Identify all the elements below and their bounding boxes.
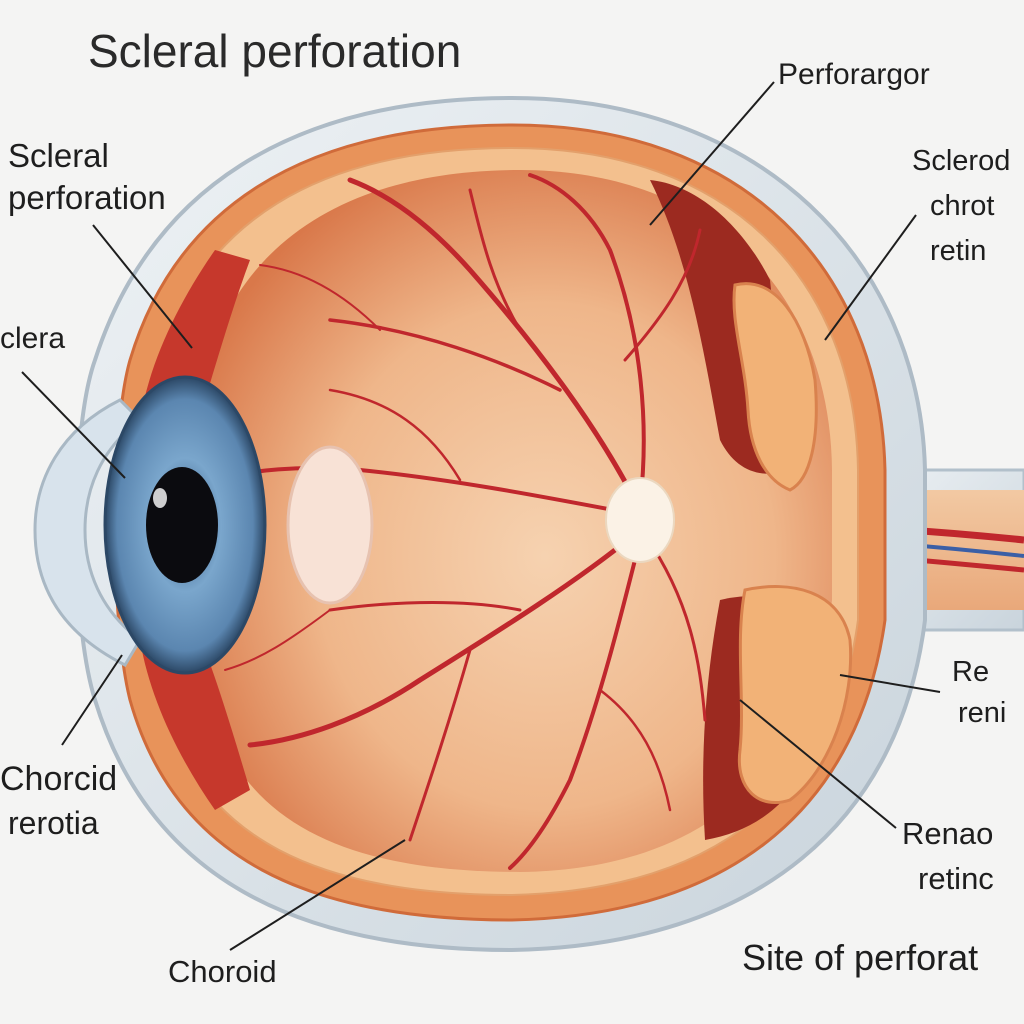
leader-lines bbox=[21, 81, 941, 951]
label-scleral-perforation-line2: perforation bbox=[8, 179, 166, 216]
pupil bbox=[146, 467, 218, 583]
label-sclera: clera bbox=[0, 322, 66, 355]
ciliary-body bbox=[140, 250, 250, 810]
label-retina-right-line2: reni bbox=[958, 697, 1007, 729]
label-retina-lower-line1: Renao bbox=[902, 816, 994, 851]
label-scleral-choroid-retina-line3: retin bbox=[930, 235, 987, 267]
optic-disc bbox=[605, 477, 675, 563]
label-scleral-choroid-retina-line2: chrot bbox=[930, 190, 995, 222]
label-choroid-retina-line1: Chorcid bbox=[0, 760, 118, 798]
lens bbox=[286, 445, 374, 605]
label-choroid-retina-line2: rerotia bbox=[8, 805, 99, 841]
label-retina-lower-line2: retinc bbox=[918, 861, 994, 896]
label-retina-right-line1: Re bbox=[952, 656, 990, 688]
perforation-site-lower bbox=[703, 585, 853, 840]
label-perforation-top: Perforargor bbox=[778, 58, 930, 91]
label-scleral-perforation-line1: Scleral bbox=[8, 137, 109, 174]
iris bbox=[103, 375, 267, 675]
label-choroid: Choroid bbox=[168, 954, 277, 989]
cornea bbox=[33, 398, 143, 667]
perforation-site-upper bbox=[650, 180, 818, 492]
label-scleral-choroid-retina-line1: Sclerod bbox=[912, 145, 1011, 177]
label-site-of-perforation: Site of perforat bbox=[742, 937, 979, 978]
diagram-title: Scleral perforation bbox=[88, 25, 462, 77]
fundus bbox=[193, 170, 832, 872]
